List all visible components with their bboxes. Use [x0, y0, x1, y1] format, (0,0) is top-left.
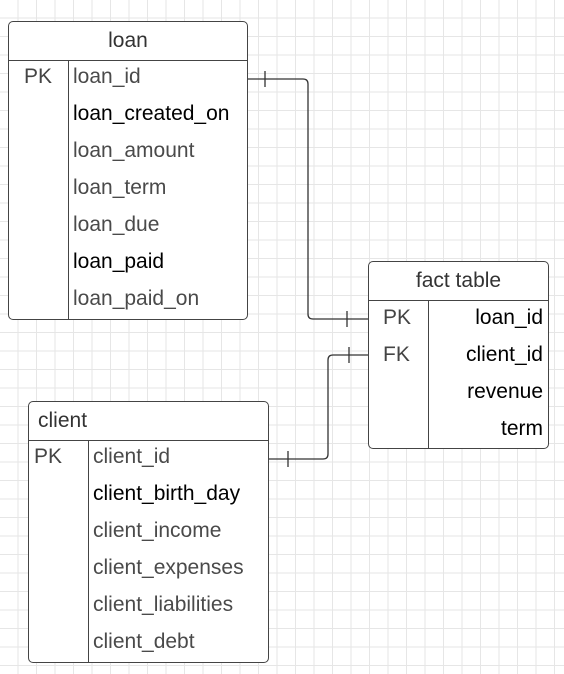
entity-loan-title: loan: [108, 29, 148, 52]
entity-client-key-column: [29, 441, 89, 662]
entity-fact-table[interactable]: fact table PK loan_id FK client_id reven…: [368, 261, 549, 449]
entity-client-body: PK client_id client_birth_day client_inc…: [29, 441, 268, 662]
fact-row-1-attr: loan_id: [475, 306, 543, 329]
entity-loan-key-column: [9, 61, 69, 319]
client-row-4-attr: client_expenses: [93, 556, 244, 579]
loan-row-1-attr: loan_id: [73, 65, 141, 88]
loan-row-7-attr: loan_paid_on: [73, 287, 200, 310]
client-row-3-attr: client_income: [93, 519, 222, 542]
entity-fact-table-header: fact table: [369, 262, 548, 301]
client-row-1-attr: client_id: [93, 445, 171, 468]
entity-client-header: client: [29, 402, 268, 441]
fact-row-4-attr: term: [501, 417, 543, 440]
entity-fact-table-title: fact table: [415, 269, 502, 292]
client-row-5-attr: client_liabilities: [93, 593, 234, 616]
loan-row-6-attr: loan_paid: [73, 250, 165, 273]
entity-fact-table-body: PK loan_id FK client_id revenue term: [369, 301, 548, 448]
loan-row-5-attr: loan_due: [73, 213, 160, 236]
loan-row-4-attr: loan_term: [73, 176, 167, 199]
relationship-line-client: [268, 354, 369, 460]
loan-row-2-attr: loan_created_on: [73, 102, 230, 125]
client-row-6-attr: client_debt: [93, 630, 195, 653]
relationship-line-loan: [248, 78, 369, 320]
entity-loan-body: PK loan_id loan_created_on loan_amount l…: [9, 61, 247, 319]
fact-row-2-key: FK: [383, 343, 410, 366]
loan-row-1-key: PK: [24, 65, 53, 88]
fact-row-2-attr: client_id: [465, 343, 543, 366]
fact-row-3-attr: revenue: [467, 380, 543, 403]
fact-row-1-key: PK: [383, 306, 412, 329]
entity-loan[interactable]: loan PK loan_id loan_created_on loan_amo…: [8, 21, 248, 320]
entity-client[interactable]: client PK client_id client_birth_day cli…: [28, 401, 269, 663]
client-row-2-attr: client_birth_day: [93, 482, 241, 505]
client-row-1-key: PK: [34, 445, 63, 468]
loan-row-3-attr: loan_amount: [73, 139, 195, 162]
entity-client-title: client: [38, 409, 88, 432]
entity-loan-header: loan: [9, 22, 247, 61]
entity-fact-table-key-column: [369, 301, 429, 448]
